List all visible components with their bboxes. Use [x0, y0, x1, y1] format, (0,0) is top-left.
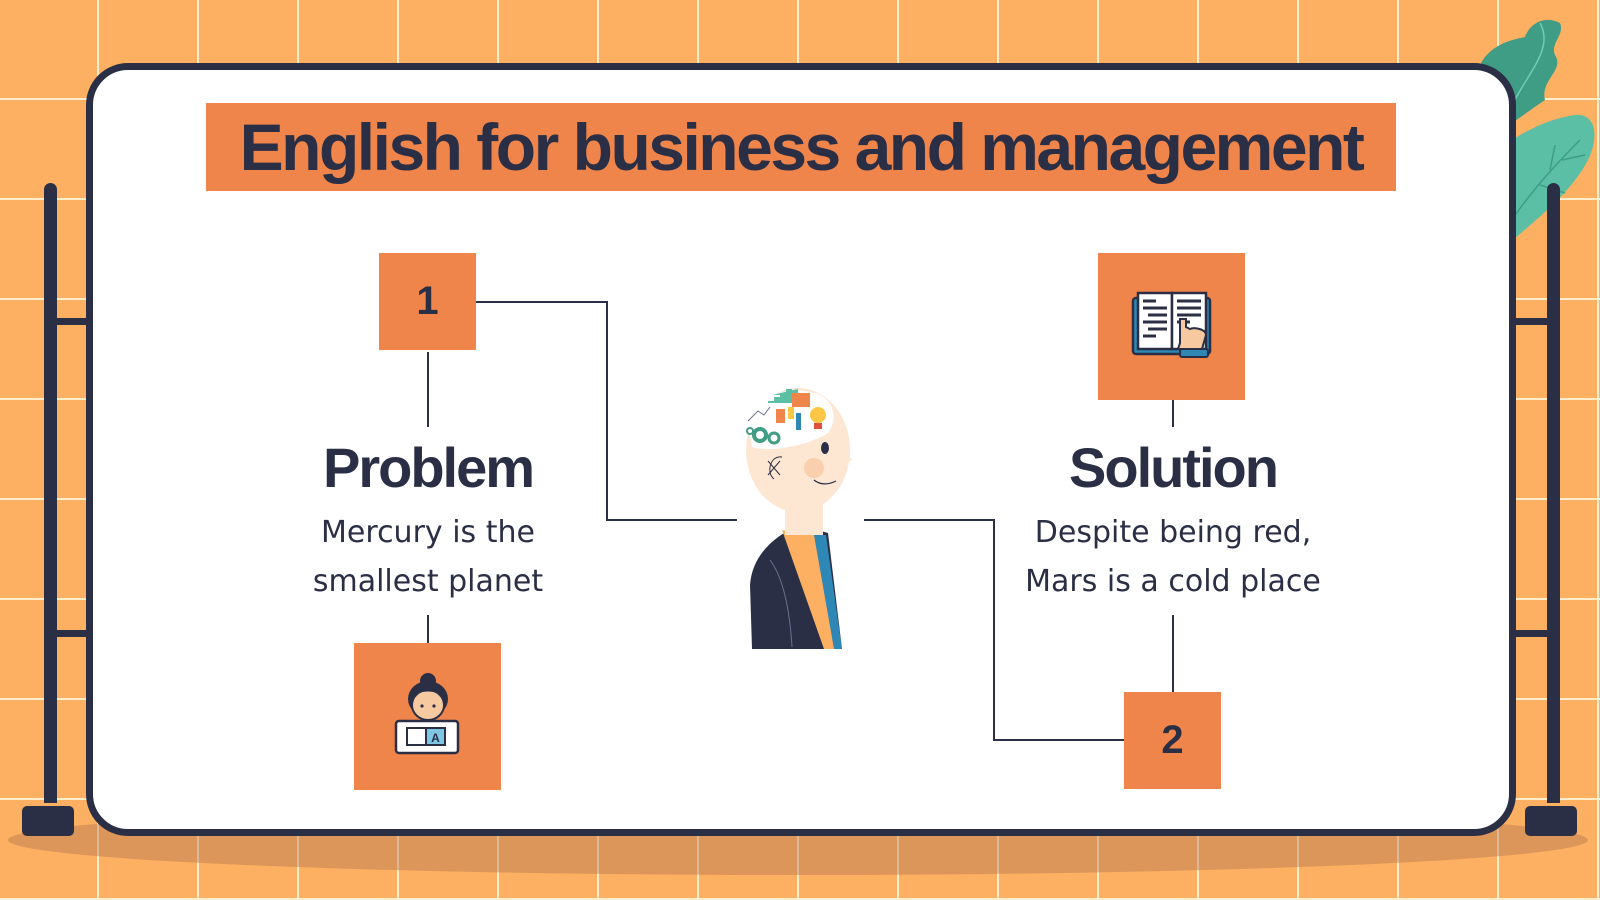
left-stand-foot: [22, 806, 74, 836]
title-highlight: English for business and management: [206, 103, 1396, 191]
connector-line: [1172, 400, 1174, 427]
connector-line: [606, 519, 737, 521]
connector-line: [427, 352, 429, 427]
problem-description-line2: smallest planet: [312, 564, 544, 599]
slide-title: English for business and management: [239, 110, 1365, 184]
right-stand-foot: [1525, 806, 1577, 836]
problem-heading: Problem: [322, 436, 535, 499]
solution-description-line2: Mars is a cold place: [1025, 564, 1321, 599]
connector-line: [606, 301, 608, 521]
left-stand-crossbar-lower: [56, 630, 88, 637]
solution-heading: Solution: [1069, 436, 1279, 499]
left-stand-crossbar-upper: [56, 318, 88, 325]
left-stand-pole: [44, 183, 57, 803]
svg-text:A: A: [431, 731, 440, 745]
open-book-pointing-hand-icon: [1131, 291, 1212, 358]
solution-description-line1: Despite being red,: [1034, 515, 1312, 550]
connector-line: [864, 519, 995, 521]
problem-icon-box: A: [354, 643, 501, 790]
connector-line: [476, 301, 607, 303]
businessman-thinking-head-icon: [746, 388, 852, 649]
connector-line: [993, 739, 1124, 741]
problem-description-line1: Mercury is the: [321, 515, 535, 550]
connector-line: [427, 615, 429, 643]
right-stand-crossbar-lower: [1512, 630, 1548, 637]
connector-line: [1172, 615, 1174, 693]
step-number-box-2: 2: [1124, 692, 1221, 789]
step-number-1: 1: [416, 279, 439, 323]
person-laptop-translate-icon: A: [394, 673, 460, 755]
step-number-2: 2: [1161, 718, 1184, 762]
step-number-box-1: 1: [379, 253, 476, 350]
right-stand-pole: [1547, 183, 1560, 803]
right-stand-crossbar-upper: [1512, 318, 1548, 325]
connector-line: [993, 519, 995, 740]
solution-icon-box: [1098, 253, 1245, 400]
